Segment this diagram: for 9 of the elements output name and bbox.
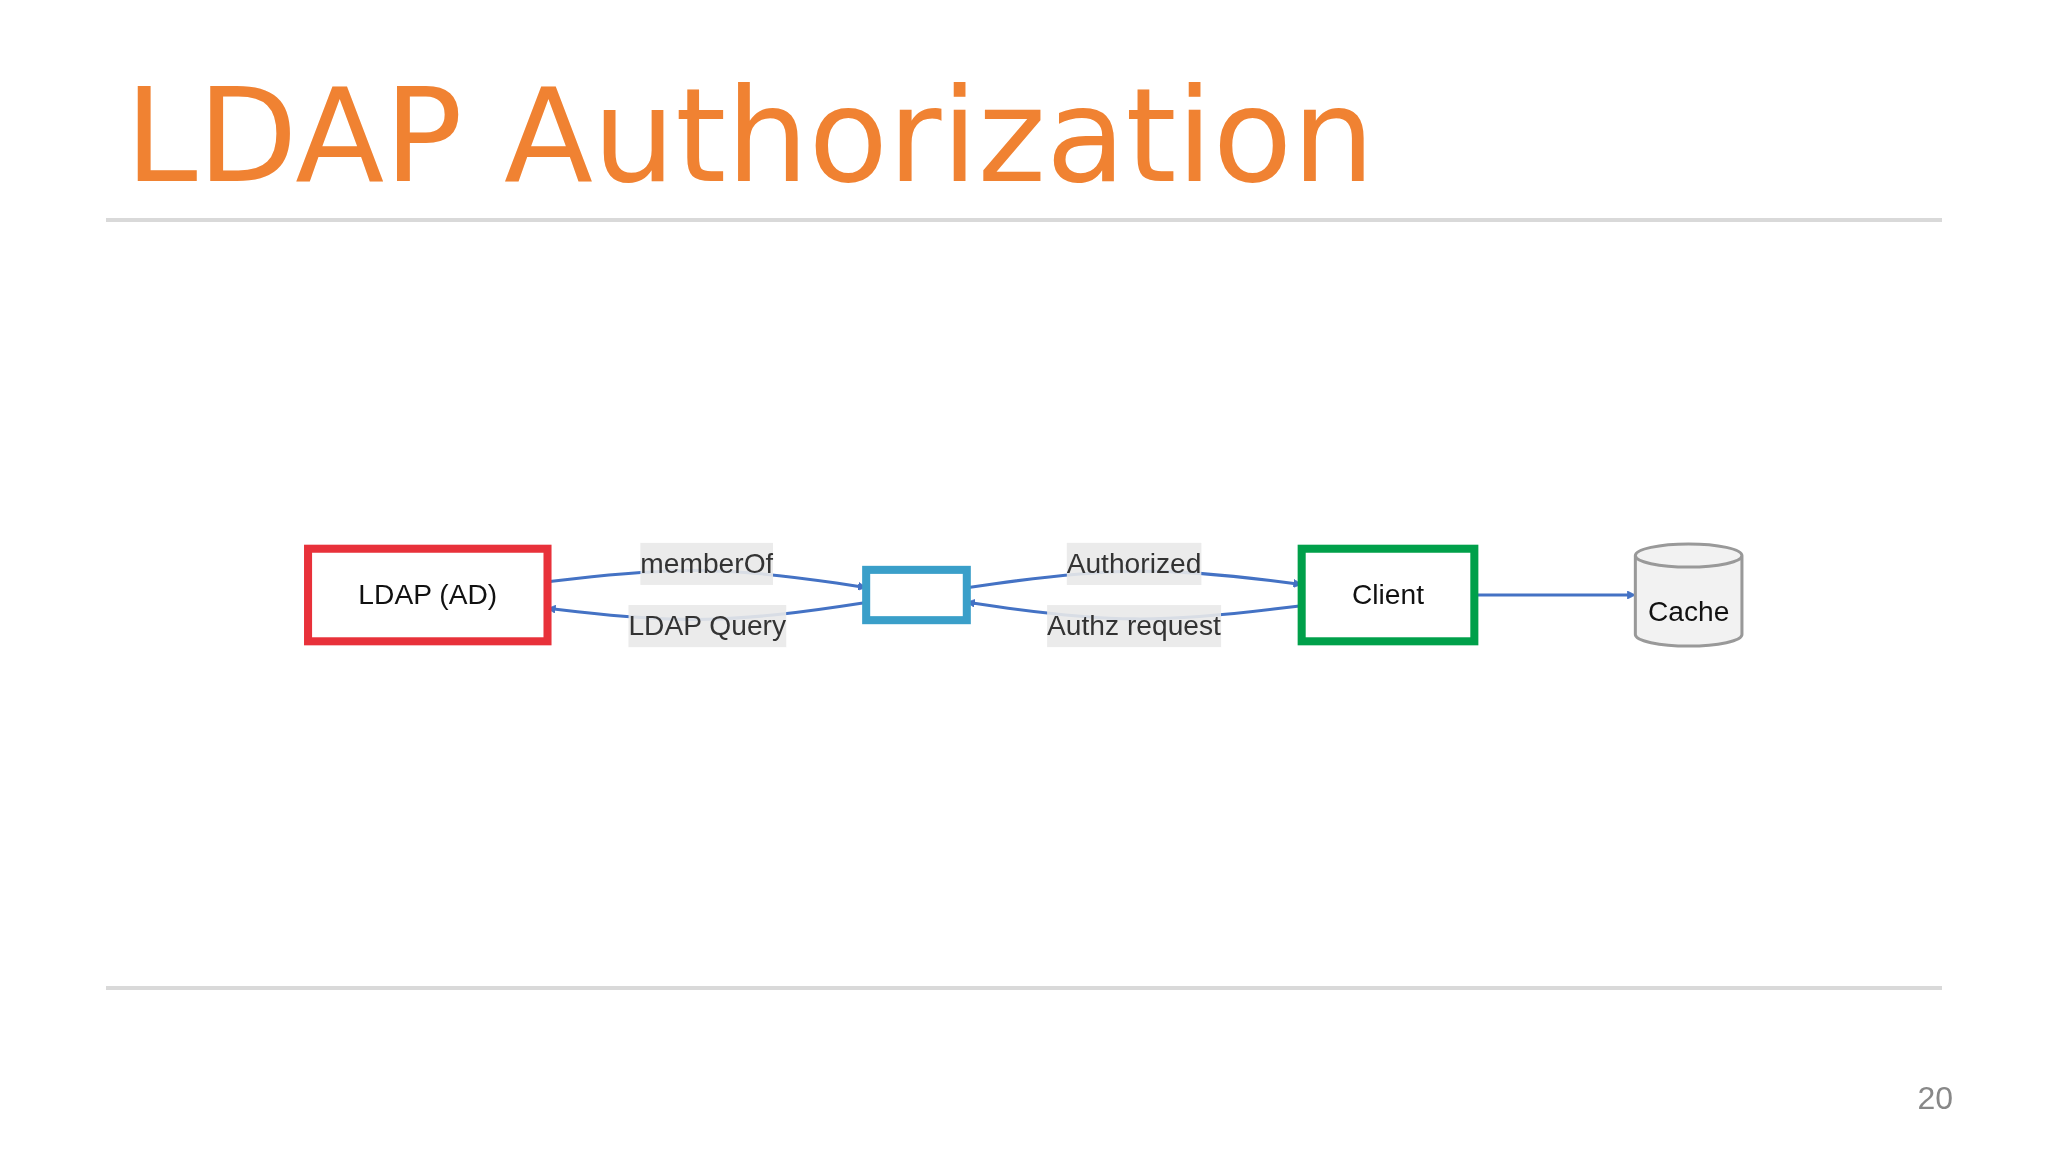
slide-title: LDAP Authorization — [125, 60, 1375, 212]
node-box — [862, 565, 971, 625]
node-box: Client — [1297, 544, 1479, 646]
node-box: LDAP (AD) — [304, 544, 552, 646]
page-number: 20 — [1917, 1080, 1953, 1117]
edge-label: Authz request — [1047, 610, 1221, 642]
edge-label: Authorized — [1066, 547, 1202, 579]
edge-label: LDAP Query — [628, 610, 787, 642]
edge-label: memberOf — [640, 547, 774, 579]
